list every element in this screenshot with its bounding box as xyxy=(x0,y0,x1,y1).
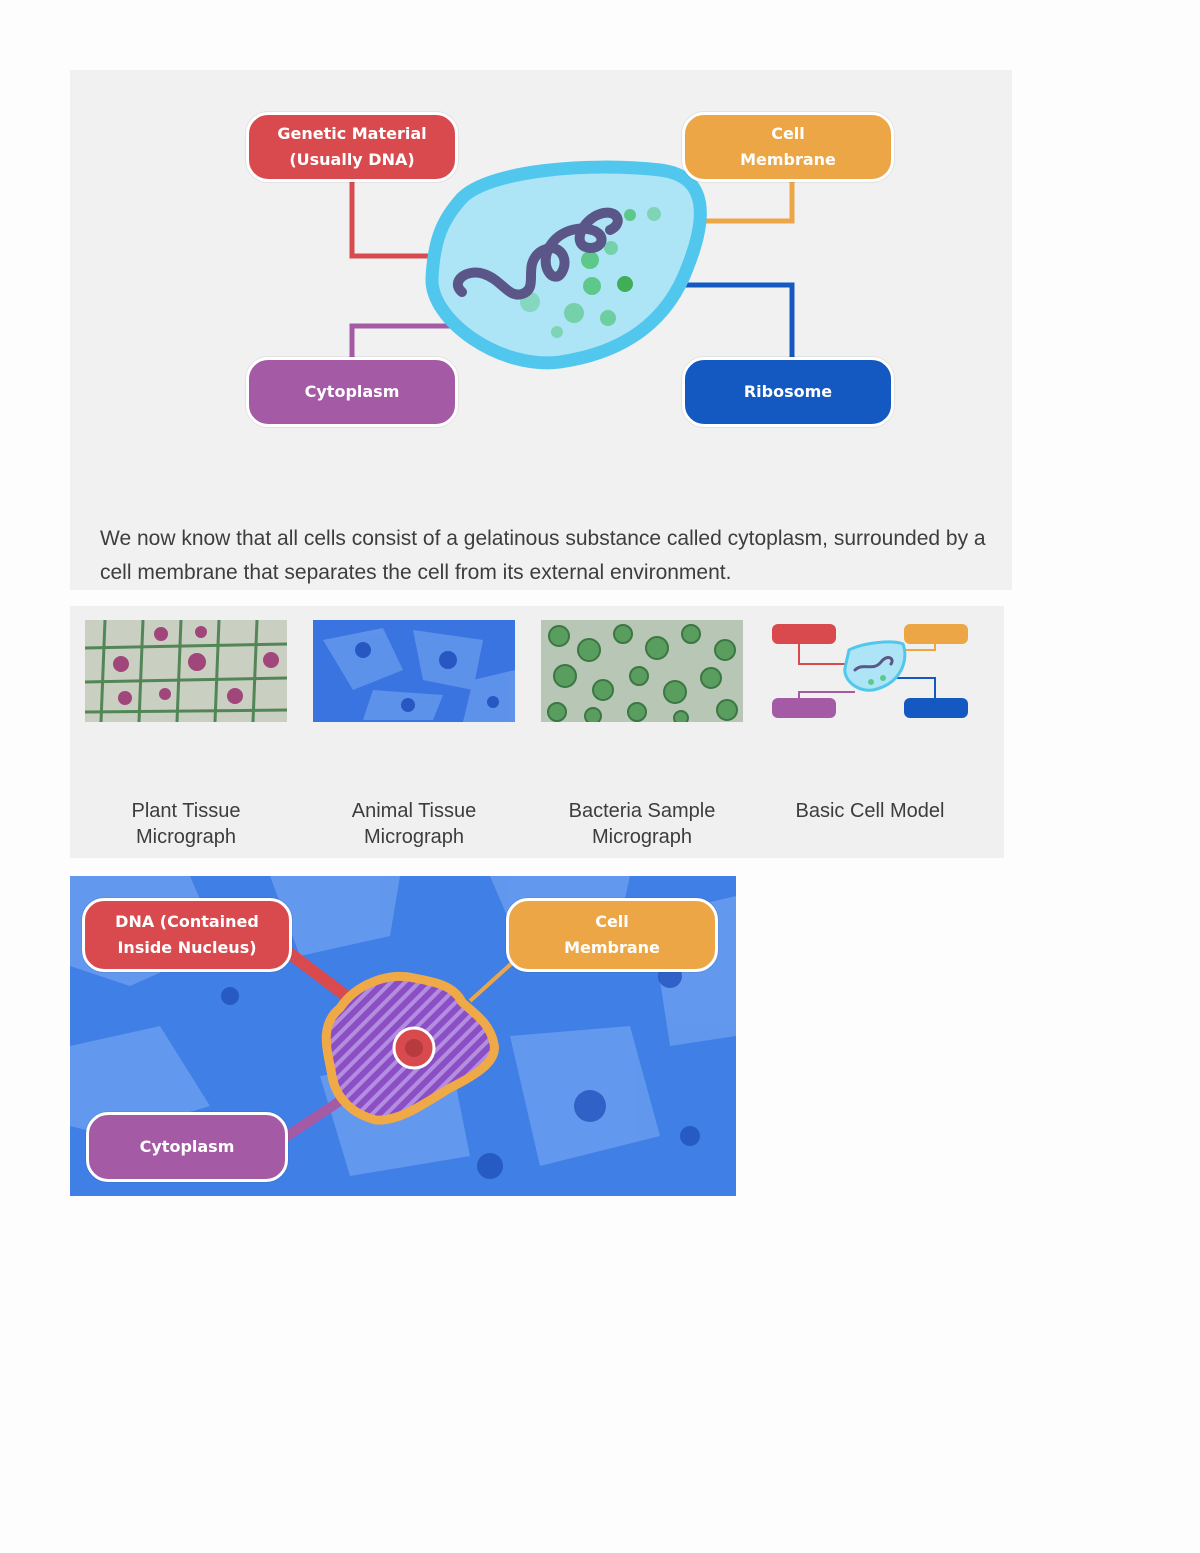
basic-cell-model-label: Basic Cell Model xyxy=(795,800,945,822)
ribosome-connector xyxy=(640,282,795,358)
organelles xyxy=(520,207,661,338)
cell-membrane-label: Cell Membrane xyxy=(682,112,894,182)
bacteria-sample-label: Bacteria Sample Micrograph xyxy=(568,800,716,848)
cytoplasm-label-2: Cytoplasm xyxy=(86,1112,288,1182)
dna-squiggle xyxy=(452,207,623,300)
animal-tissue-image xyxy=(313,620,515,722)
annotated-animal-cell: DNA (Contained Inside Nucleus) Cell Memb… xyxy=(70,876,736,1196)
plant-tissue-label: Plant Tissue Micrograph xyxy=(131,800,241,848)
dna-label: DNA (Contained Inside Nucleus) xyxy=(82,898,292,972)
cell-diagram-panel: Genetic Material (Usually DNA) Cell Memb… xyxy=(70,70,1012,590)
cell-membrane-label-2: Cell Membrane xyxy=(506,898,718,972)
cell-diagram xyxy=(349,160,795,370)
basic-cell-model-image xyxy=(769,620,971,722)
micrograph-gallery: Plant Tissue Micrograph Animal Tissue Mi… xyxy=(70,606,1004,858)
genetic-material-label: Genetic Material (Usually DNA) xyxy=(246,112,458,182)
bacteria-sample-image xyxy=(541,620,743,722)
plant-tissue-image xyxy=(85,620,287,722)
animal-tissue-label: Animal Tissue Micrograph xyxy=(351,800,477,848)
membrane-connector xyxy=(692,180,795,224)
ribosome-label: Ribosome xyxy=(682,357,894,427)
cytoplasm-label: Cytoplasm xyxy=(246,357,458,427)
cytoplasm-caption: We now know that all cells consist of a … xyxy=(100,527,986,584)
